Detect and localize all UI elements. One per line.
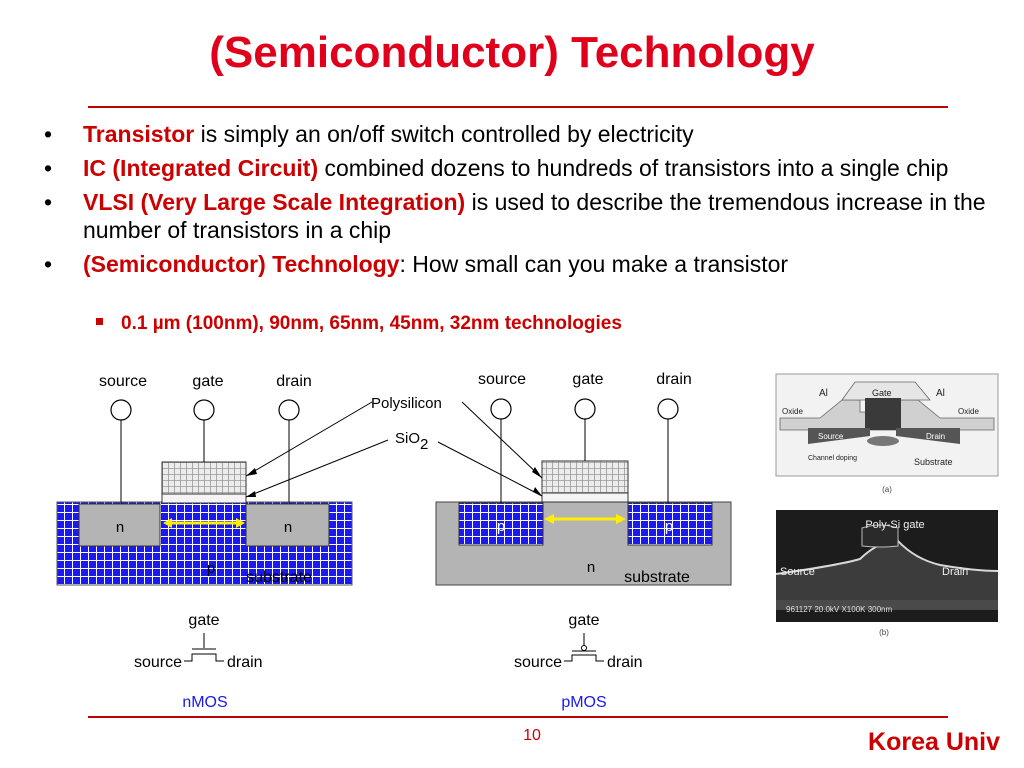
pmos-gate-oxide [541, 492, 629, 503]
svg-text:Poly-Si gate: Poly-Si gate [865, 519, 924, 531]
svg-text:Substrate: Substrate [914, 457, 953, 467]
pmos-polysilicon-gate [541, 460, 629, 494]
nmos-drain-terminal-icon [278, 399, 300, 421]
pmos-p-left-label: p [497, 518, 505, 535]
svg-text:Source: Source [818, 432, 844, 441]
pmos-symbol-drain-label: drain [607, 654, 643, 671]
pmos-drain-terminal-icon [657, 398, 679, 420]
nmos-source-terminal-icon [110, 399, 132, 421]
nmos-symbol-source-label: source [134, 654, 182, 671]
polysilicon-label: Polysilicon [371, 395, 442, 412]
square-bullet-icon [96, 318, 103, 326]
nmos-gate-label: gate [192, 373, 223, 390]
annotation-pointer-lines [245, 401, 543, 498]
title-rule [88, 106, 948, 108]
page-number: 10 [523, 727, 541, 744]
pmos-caption: pMOS [561, 694, 606, 711]
pmos-body-label: n [587, 559, 595, 576]
bullet-item: •IC (Integrated Circuit) combined dozens… [44, 155, 949, 181]
svg-text:Oxide: Oxide [958, 407, 979, 416]
bullet-list: •Transistor is simply an on/off switch c… [40, 120, 990, 284]
pmos-p-right-region [627, 502, 713, 546]
svg-text:961127 20.0kV X100K 300nm: 961127 20.0kV X100K 300nm [786, 605, 892, 614]
bullet-item: •Transistor is simply an on/off switch c… [44, 121, 694, 147]
nmos-symbol-gate-label: gate [188, 612, 219, 629]
nmos-n-left-region [78, 503, 161, 547]
pmos-substrate-label: substrate [624, 569, 690, 586]
nmos-gate-terminal-icon [193, 399, 215, 421]
pmos-source-terminal-icon [490, 398, 512, 420]
pmos-symbol-gate-label: gate [568, 612, 599, 629]
nmos-gate-oxide [161, 493, 247, 504]
pmos-p-right-label: p [665, 518, 673, 535]
sio2-label: SiO2 [395, 430, 428, 453]
bullet-item: •(Semiconductor) Technology: How small c… [44, 251, 789, 277]
photo-a-schematic: Al Gate Al Oxide Oxide Source Drain Chan… [775, 373, 999, 494]
pmos-channel-arrowheads [544, 514, 626, 524]
svg-text:Al: Al [936, 388, 945, 399]
nmos-symbol-drain-label: drain [227, 654, 263, 671]
bullet-dot-icon: • [44, 251, 53, 277]
nmos-n-right-region [245, 503, 330, 547]
nmos-substrate-label: substrate [246, 569, 312, 586]
svg-text:Drain: Drain [926, 432, 945, 441]
nmos-symbol [184, 633, 224, 662]
pmos-drain-label: drain [656, 371, 692, 388]
bullet-dot-icon: • [44, 155, 53, 181]
photo-b-sem-micrograph: Poly-Si gate Source Drain 961127 20.0kV … [775, 510, 999, 637]
pmos-symbol-source-label: source [514, 654, 562, 671]
nmos-body-label: p [207, 560, 215, 577]
nmos-n-left-label: n [116, 519, 124, 536]
pmos-source-label: source [478, 371, 526, 388]
pmos-inversion-bubble-icon [581, 645, 587, 651]
nmos-drain-label: drain [276, 373, 312, 390]
nmos-cross-section: source gate drain n n p substrate [56, 373, 353, 586]
nmos-source-label: source [99, 373, 147, 390]
bullet-dot-icon: • [44, 189, 53, 215]
pmos-symbol [564, 633, 604, 662]
svg-text:(b): (b) [879, 628, 889, 637]
pmos-cross-section: source gate drain p p n substrate [435, 371, 732, 586]
pmos-p-left-region [458, 502, 544, 546]
bullet-dot-icon: • [44, 121, 53, 147]
nmos-n-right-label: n [284, 519, 292, 536]
annotation-arrowheads [246, 467, 542, 497]
svg-text:(a): (a) [882, 485, 892, 494]
pmos-gate-label: gate [572, 371, 603, 388]
slide-title: (Semiconductor) Technology [209, 28, 815, 77]
nmos-channel-arrowheads [163, 518, 245, 528]
svg-text:Gate: Gate [872, 388, 892, 398]
svg-text:Drain: Drain [942, 566, 968, 578]
svg-text:Channel doping: Channel doping [808, 455, 857, 462]
svg-text:Al: Al [819, 388, 828, 399]
svg-text:Source: Source [780, 566, 815, 578]
footer-rule [88, 716, 948, 718]
pmos-gate-terminal-icon [574, 398, 596, 420]
nmos-polysilicon-gate [161, 461, 247, 495]
nmos-caption: nMOS [182, 694, 227, 711]
svg-text:Oxide: Oxide [782, 407, 803, 416]
sub-bullet: 0.1 µm (100nm), 90nm, 65nm, 45nm, 32nm t… [96, 313, 622, 335]
bullet-item: •VLSI (Very Large Scale Integration) is … [44, 189, 986, 243]
brand-logo-text: Korea Univ [868, 728, 1000, 756]
